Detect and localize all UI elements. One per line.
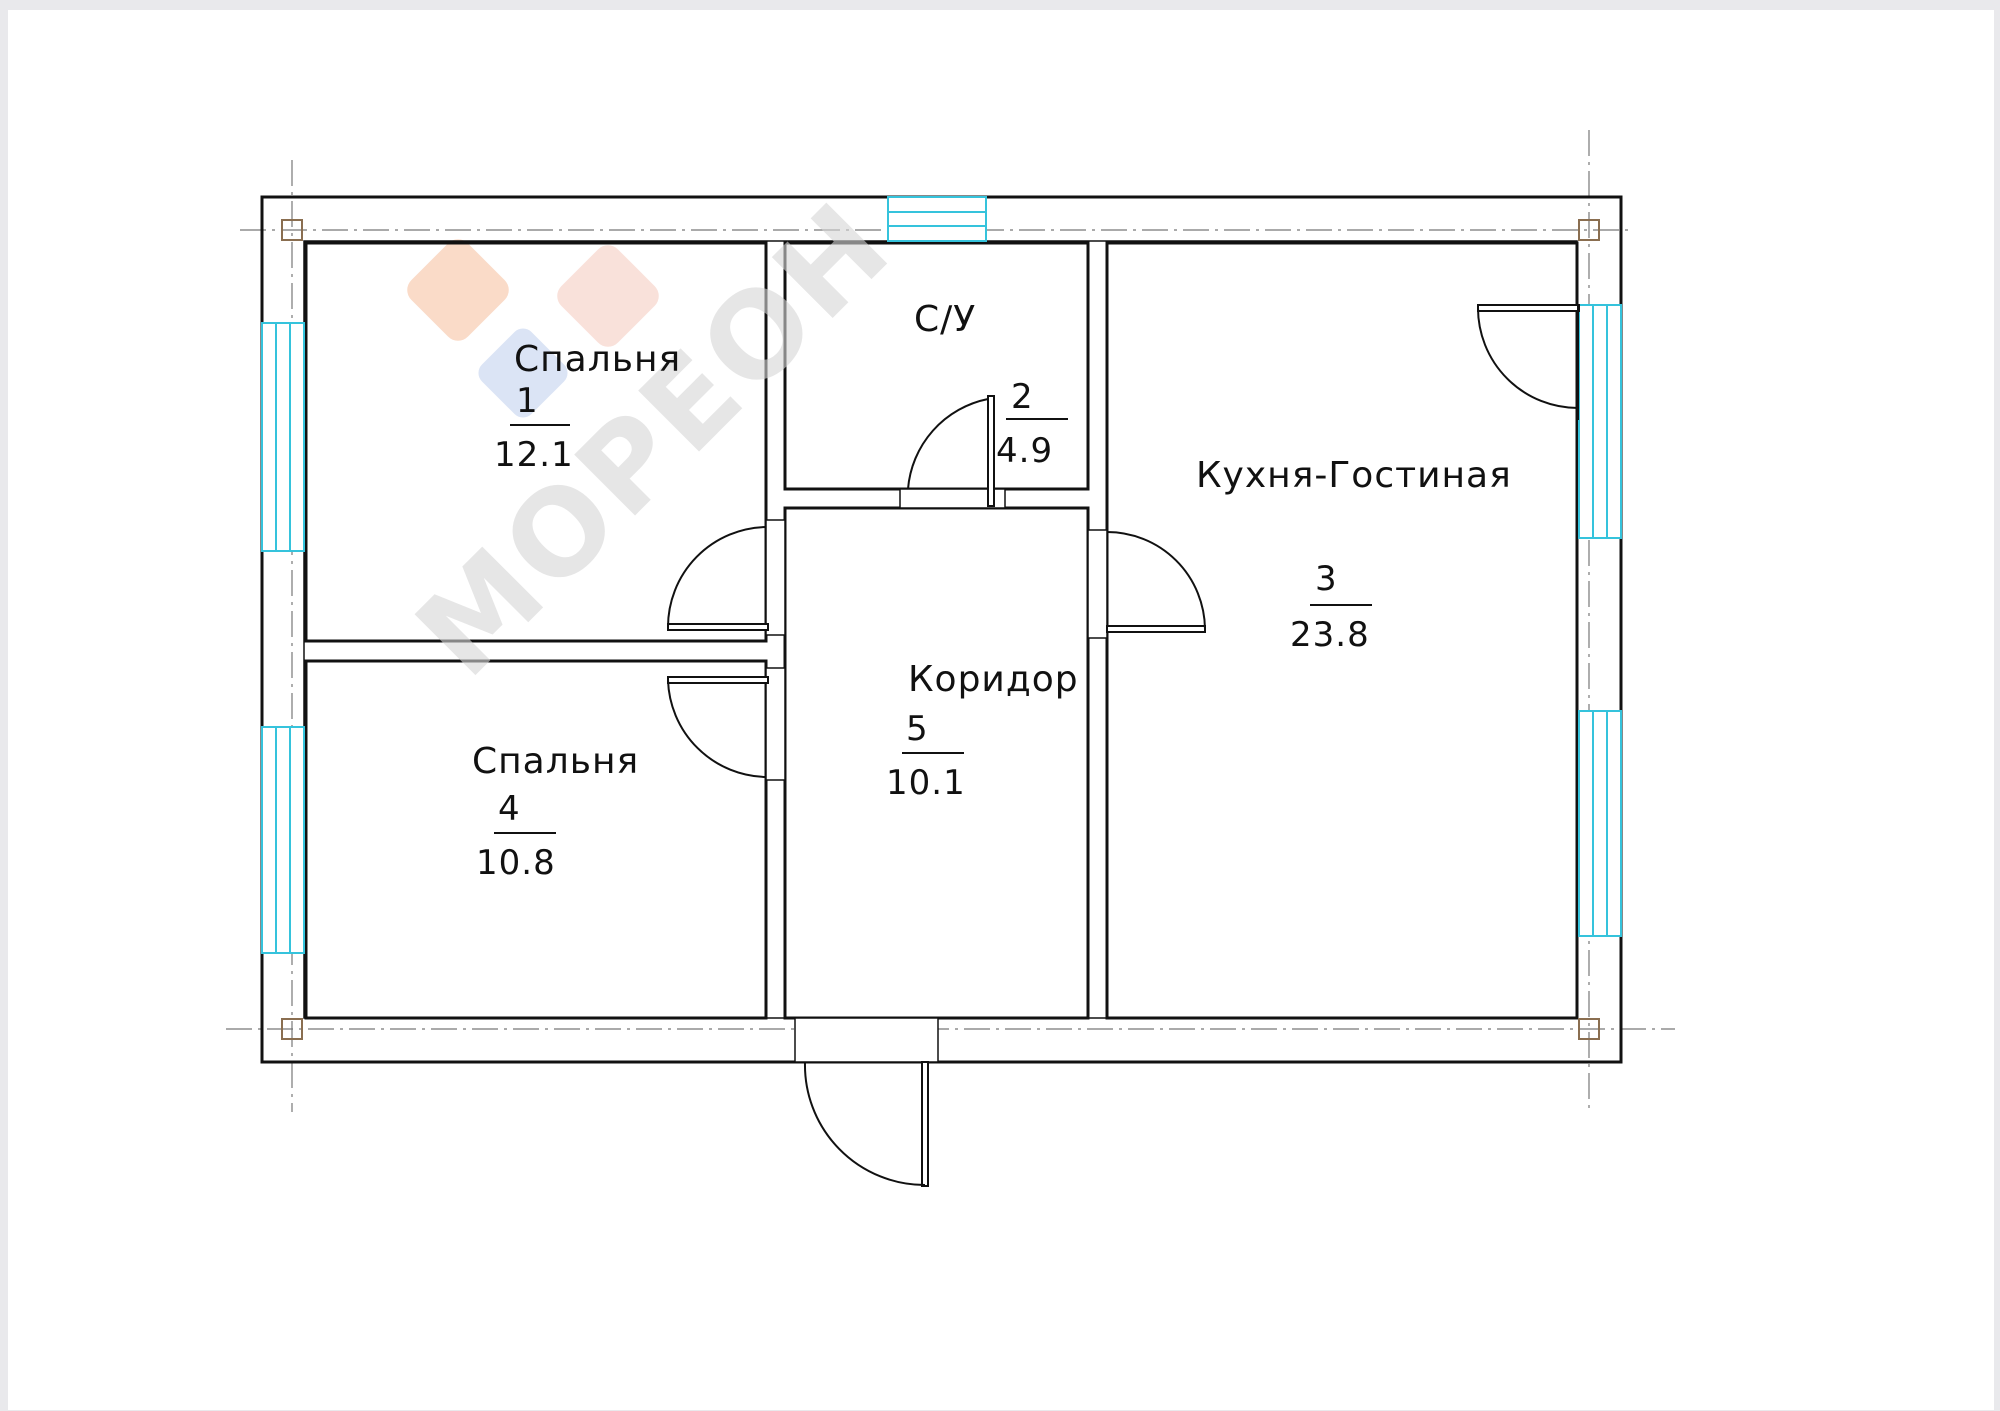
room-number: 5 bbox=[906, 709, 929, 749]
room-name: Спальня bbox=[514, 339, 682, 380]
column-markers bbox=[281, 219, 1600, 1040]
room-name: С/У bbox=[914, 299, 977, 340]
door-entrance bbox=[794, 1017, 939, 1187]
room-outline-bedroom-4 bbox=[304, 659, 768, 1020]
room-area: 10.8 bbox=[476, 843, 556, 883]
watermark-logo bbox=[407, 239, 659, 418]
room-number: 3 bbox=[1315, 559, 1338, 599]
room-number: 4 bbox=[498, 789, 521, 829]
fraction-line bbox=[1006, 418, 1068, 420]
room-area: 4.9 bbox=[996, 431, 1054, 471]
room-name: Кухня-Гостиная bbox=[1196, 455, 1512, 496]
doors bbox=[667, 304, 1580, 1187]
room-name: Спальня bbox=[472, 741, 640, 782]
room-name: Коридор bbox=[908, 659, 1079, 700]
window-right-lower bbox=[1578, 710, 1622, 937]
watermark-square-blue bbox=[478, 328, 568, 418]
fraction-line bbox=[510, 424, 570, 426]
room-area: 23.8 bbox=[1290, 615, 1370, 655]
door-balcony bbox=[1477, 304, 1580, 420]
window-top-bathroom bbox=[887, 196, 987, 242]
window-left-bedroom-4 bbox=[261, 726, 305, 954]
fraction-line bbox=[902, 752, 964, 754]
window-right-upper bbox=[1578, 304, 1622, 539]
door-kitchen bbox=[1087, 529, 1206, 639]
room-number: 2 bbox=[1011, 377, 1034, 417]
room-area: 12.1 bbox=[494, 435, 574, 475]
watermark-square-orange bbox=[407, 239, 509, 341]
door-bathroom bbox=[899, 395, 1006, 509]
room-outline-bedroom-1 bbox=[304, 241, 768, 643]
room-area: 10.1 bbox=[886, 763, 966, 803]
window-left-bedroom-1 bbox=[261, 322, 305, 552]
door-bedroom-1 bbox=[667, 519, 786, 636]
room-number: 1 bbox=[516, 381, 539, 421]
fraction-line bbox=[494, 832, 556, 834]
windows bbox=[261, 196, 1622, 954]
fraction-line bbox=[1310, 604, 1372, 606]
door-bedroom-4 bbox=[667, 667, 786, 781]
watermark-square-salmon bbox=[557, 245, 659, 347]
